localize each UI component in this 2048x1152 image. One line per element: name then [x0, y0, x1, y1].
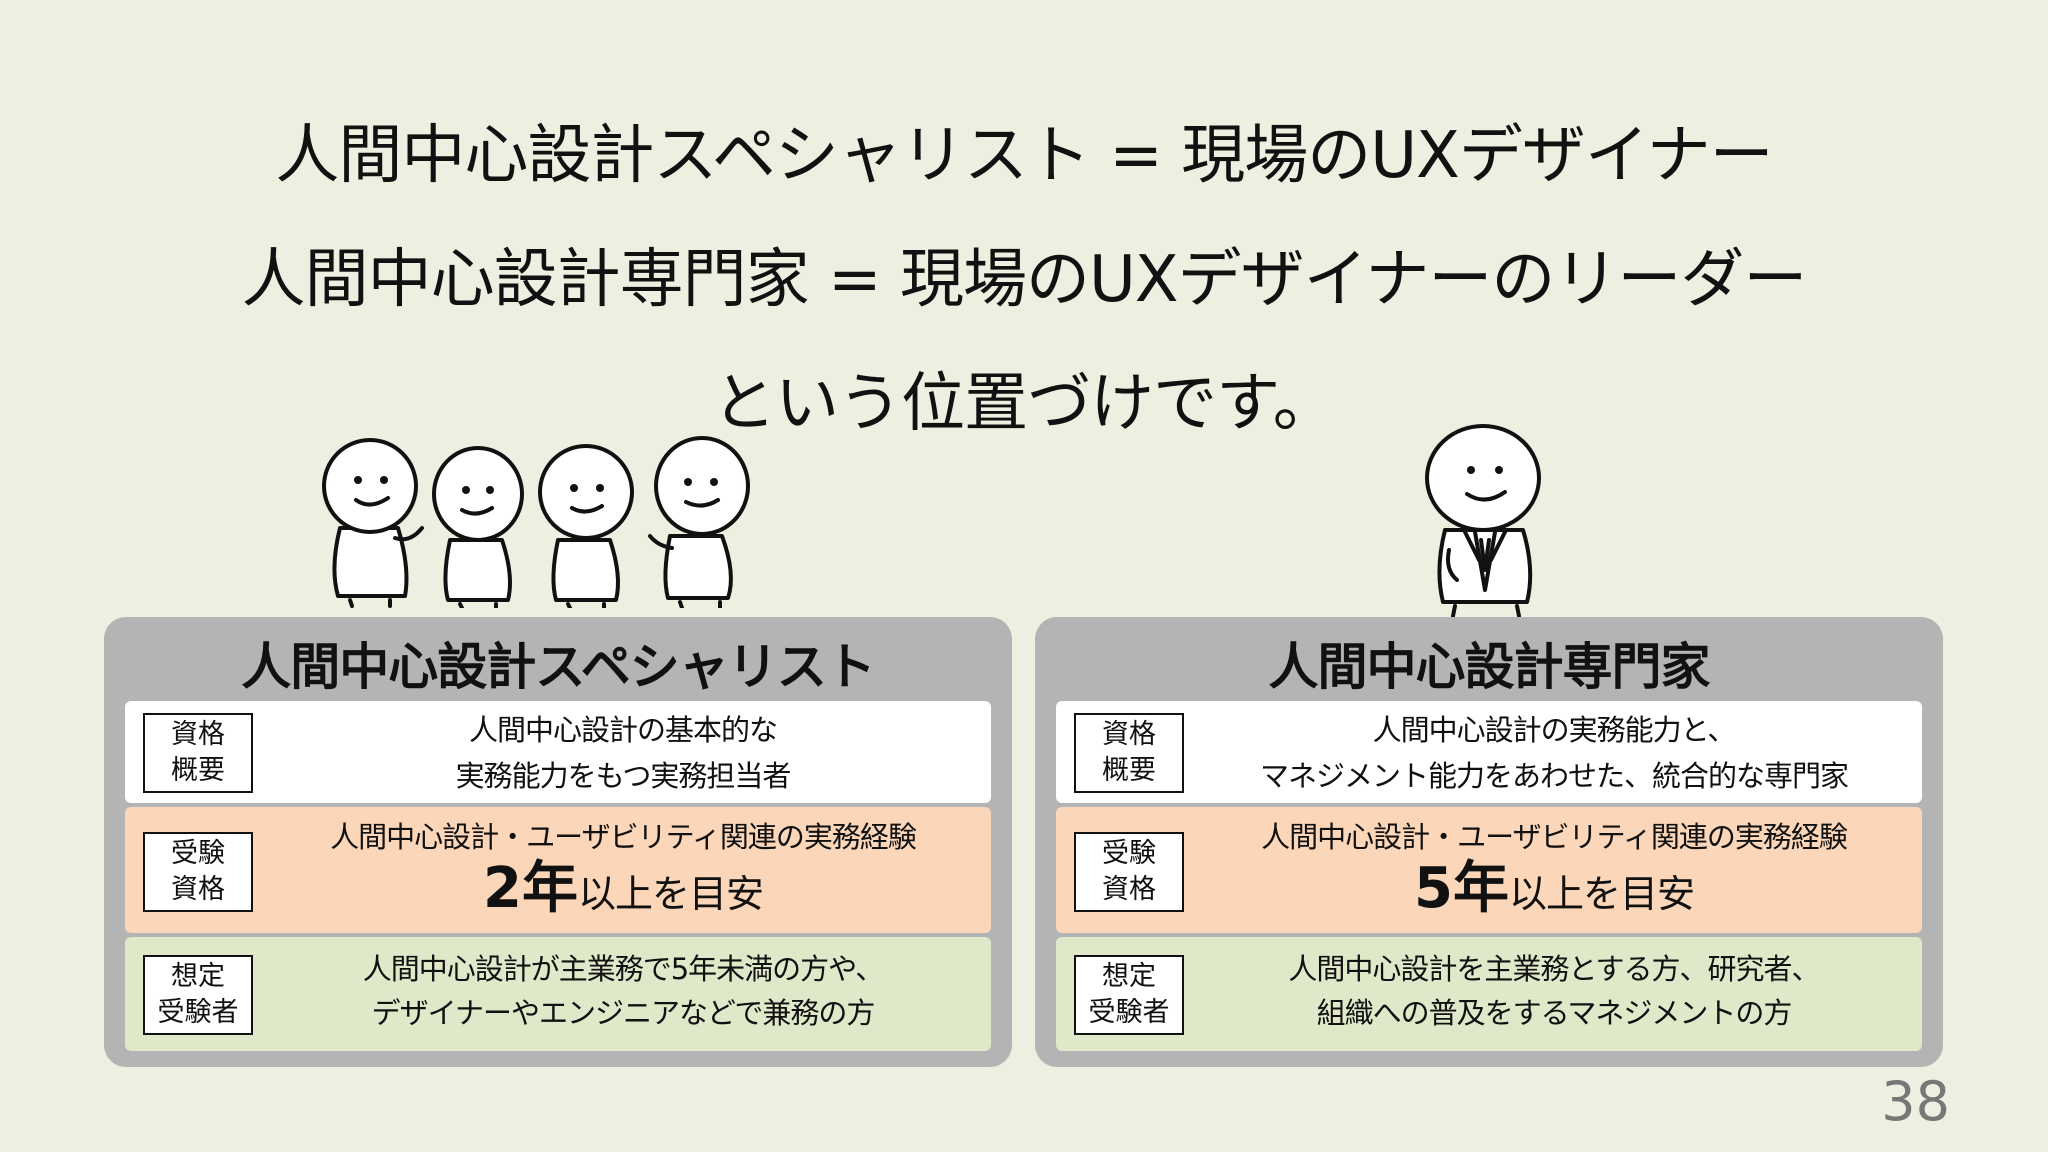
row-label-line: 概要	[171, 755, 225, 786]
person-icon	[322, 438, 424, 608]
people-group-illustration	[310, 428, 780, 610]
row-label-line: 受験	[1102, 838, 1156, 869]
row-content: 人間中心設計の実務能力と、 マネジメント能力をあわせた、統合的な専門家	[1196, 707, 1912, 799]
target-candidates-row: 想定 受験者 人間中心設計が主業務で5年未満の方や、 デザイナーやエンジニアなど…	[125, 937, 991, 1051]
row-label-line: 受験	[171, 838, 225, 869]
row-label-line: 資格	[171, 719, 225, 750]
headline-professional: 人間中心設計専門家 = 現場のUXデザイナーのリーダー	[241, 243, 1808, 317]
row-content: 人間中心設計が主業務で5年未満の方や、 デザイナーやエンジニアなどで兼務の方	[265, 947, 981, 1035]
content-line: 人間中心設計の実務能力と、	[1372, 713, 1737, 747]
card-title: 人間中心設計専門家	[1268, 638, 1711, 696]
person-icon	[648, 436, 750, 610]
years-value: 2年	[483, 856, 578, 921]
content-line: マネジメント能力をあわせた、統合的な専門家	[1259, 759, 1849, 793]
content-line: 人間中心設計・ユーザビリティ関連の実務経験	[1261, 820, 1848, 854]
professional-card: 人間中心設計専門家 資格 概要 人間中心設計の実務能力と、 マネジメント能力をあ…	[1035, 617, 1943, 1067]
row-label: 資格 概要	[1074, 713, 1184, 793]
row-label: 想定 受験者	[143, 955, 253, 1035]
years-suffix: 以上を目安	[1508, 872, 1695, 916]
target-candidates-row: 想定 受験者 人間中心設計を主業務とする方、研究者、 組織への普及をするマネジメ…	[1056, 937, 1922, 1051]
eligibility-row: 受験 資格 人間中心設計・ユーザビリティ関連の実務経験 2年以上を目安	[125, 807, 991, 933]
eligibility-row: 受験 資格 人間中心設計・ユーザビリティ関連の実務経験 5年以上を目安	[1056, 807, 1922, 933]
row-label-line: 想定	[171, 961, 225, 992]
content-line: デザイナーやエンジニアなどで兼務の方	[371, 996, 876, 1030]
experience-years: 2年以上を目安	[265, 859, 981, 924]
person-in-suit-icon	[1425, 424, 1541, 618]
specialist-card: 人間中心設計スペシャリスト 資格 概要 人間中心設計の基本的な 実務能力をもつ実…	[104, 617, 1012, 1067]
row-label-line: 想定	[1102, 961, 1156, 992]
row-content: 人間中心設計・ユーザビリティ関連の実務経験 2年以上を目安	[265, 815, 981, 924]
row-label: 想定 受験者	[1074, 955, 1184, 1035]
years-value: 5年	[1414, 856, 1509, 921]
content-line: 人間中心設計が主業務で5年未満の方や、	[362, 952, 885, 986]
row-label-line: 受験者	[157, 997, 239, 1028]
qualification-overview-row: 資格 概要 人間中心設計の基本的な 実務能力をもつ実務担当者	[125, 701, 991, 803]
row-content: 人間中心設計を主業務とする方、研究者、 組織への普及をするマネジメントの方	[1196, 947, 1912, 1035]
experience-years: 5年以上を目安	[1196, 859, 1912, 924]
headline-specialist: 人間中心設計スペシャリスト = 現場のUXデザイナー	[275, 119, 1773, 193]
row-label-line: 資格	[171, 874, 225, 905]
row-label-line: 資格	[1102, 719, 1156, 750]
row-label-line: 概要	[1102, 755, 1156, 786]
row-label: 資格 概要	[143, 713, 253, 793]
content-line: 人間中心設計・ユーザビリティ関連の実務経験	[330, 820, 917, 854]
leader-illustration	[1405, 420, 1565, 620]
page-number: 38	[1881, 1070, 1950, 1133]
content-line: 実務能力をもつ実務担当者	[455, 759, 792, 793]
person-icon	[432, 446, 524, 610]
row-label-line: 資格	[1102, 874, 1156, 905]
row-content: 人間中心設計・ユーザビリティ関連の実務経験 5年以上を目安	[1196, 815, 1912, 924]
row-label: 受験 資格	[1074, 832, 1184, 912]
content-line: 人間中心設計を主業務とする方、研究者、	[1288, 952, 1820, 986]
row-label: 受験 資格	[143, 832, 253, 912]
headline-conclusion: という位置づけです。	[712, 367, 1337, 441]
card-title: 人間中心設計スペシャリスト	[241, 638, 876, 696]
years-suffix: 以上を目安	[577, 872, 764, 916]
person-icon	[538, 444, 634, 610]
row-label-line: 受験者	[1088, 997, 1170, 1028]
content-line: 人間中心設計の基本的な	[468, 713, 778, 747]
row-content: 人間中心設計の基本的な 実務能力をもつ実務担当者	[265, 707, 981, 799]
content-line: 組織への普及をするマネジメントの方	[1316, 996, 1793, 1030]
qualification-overview-row: 資格 概要 人間中心設計の実務能力と、 マネジメント能力をあわせた、統合的な専門…	[1056, 701, 1922, 803]
